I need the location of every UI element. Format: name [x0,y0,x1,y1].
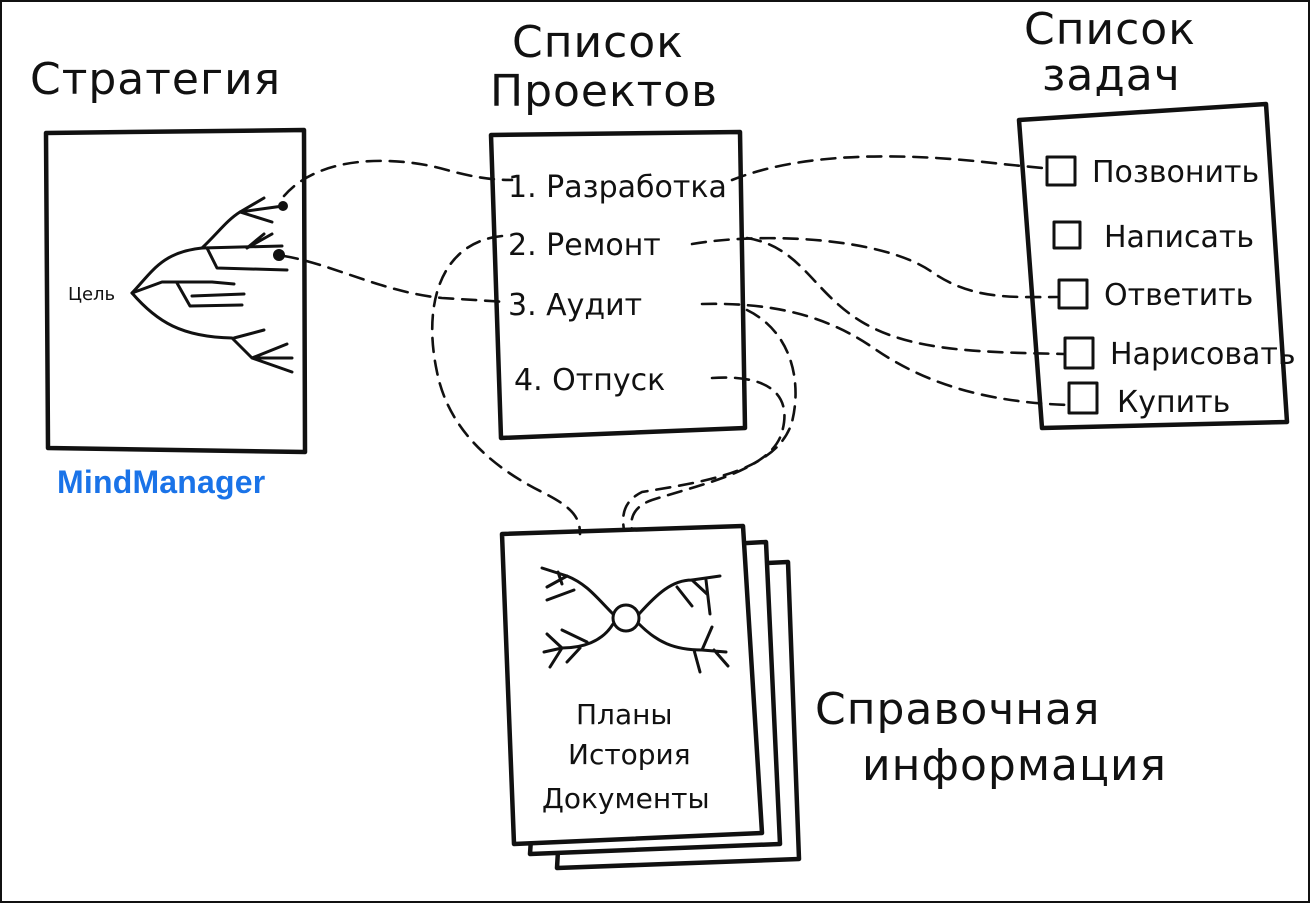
connector-line [282,159,514,198]
connector-line [690,236,1059,299]
task-checkbox [1052,220,1082,250]
task-item-5: Купить [1117,385,1230,420]
projects-card [488,129,748,441]
reference-title-line1: Справочная [815,684,1100,735]
project-item-3: 3. Аудит [508,288,642,323]
reference-line-1: Планы [576,698,673,731]
reference-mind-map [540,566,730,674]
tasks-card [1016,101,1290,431]
connector-line [745,236,1066,356]
task-item-3: Ответить [1104,278,1253,313]
connector-line [430,234,582,536]
project-item-1: 1. Разработка [508,170,727,205]
projects-title-line2: Проектов [490,66,718,117]
task-item-4: Нарисовать [1110,337,1296,372]
reference-title-line2: информация [862,740,1167,791]
connector-line [700,302,1070,407]
task-checkboxes [1045,155,1099,415]
project-item-4: 4. Отпуск [514,363,665,398]
connector-line [730,155,1044,182]
tasks-title-line2: задач [1042,50,1181,101]
connector-line [282,254,509,304]
tasks-title-line1: Список [1024,4,1196,55]
task-checkbox [1063,336,1095,370]
reference-line-2: История [568,738,691,771]
connectors [282,155,1070,536]
strategy-center-label: Цель [68,284,115,305]
task-checkbox [1057,278,1089,310]
task-checkbox [1067,381,1099,415]
task-checkbox [1045,155,1077,187]
reference-line-3: Документы [542,782,710,815]
project-item-2: 2. Ремонт [508,228,661,263]
task-item-2: Написать [1104,220,1254,255]
projects-title-line1: Список [512,17,684,68]
map-node-dot [273,249,285,261]
map-node-dot [278,201,288,211]
connector-line [630,376,786,532]
task-item-1: Позвонить [1092,155,1259,190]
strategy-title: Стратегия [30,54,281,105]
strategy-mind-map: Цель [68,196,294,374]
reference-stack: Планы История Документы [499,523,802,871]
mindmanager-label: MindManager [57,464,266,500]
